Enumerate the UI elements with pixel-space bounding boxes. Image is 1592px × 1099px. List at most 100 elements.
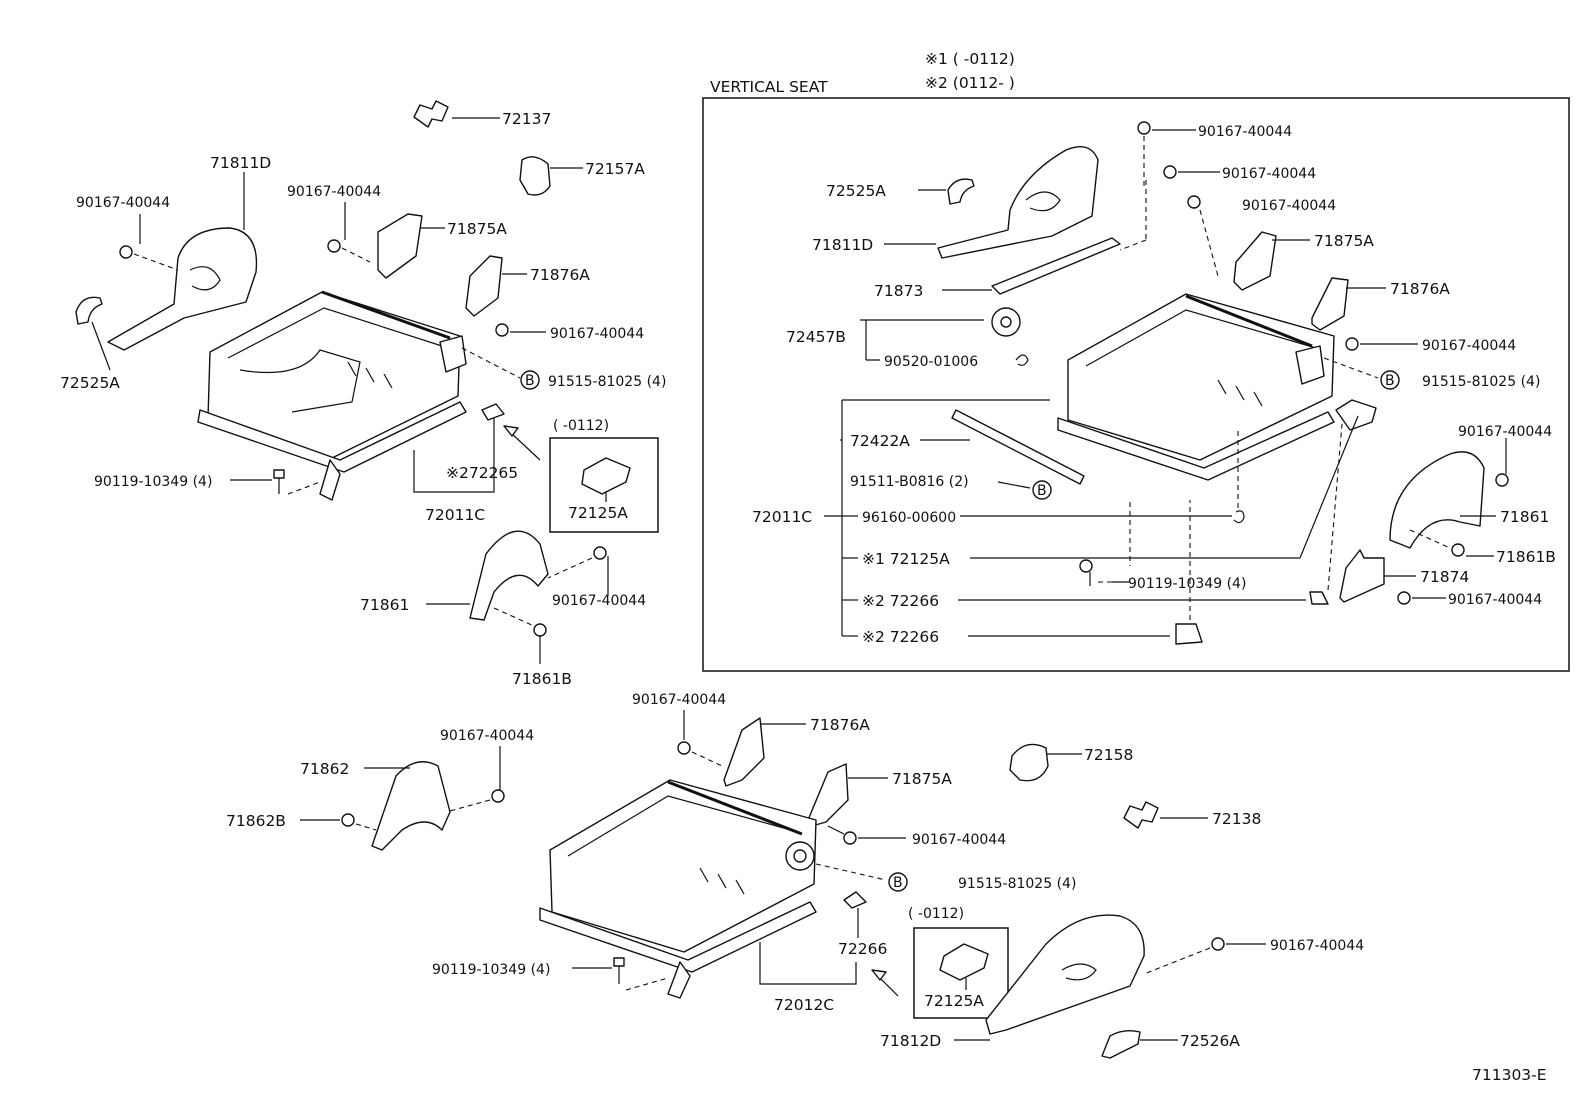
label-vs-90167-5: 90167-40044 [1458, 424, 1552, 440]
label-vs-96160: 96160-00600 [862, 510, 956, 526]
label-bot-72266: 72266 [838, 940, 887, 958]
range-box-bot [913, 927, 1009, 1019]
label-vs-90167-6: 90167-40044 [1448, 592, 1542, 608]
knob-bot-72158 [1009, 743, 1049, 782]
bracket-vs-71874 [1339, 549, 1385, 603]
label-vs-72422A: 72422A [850, 432, 910, 450]
label-vs-90119: 90119-10349 (4) [1128, 576, 1246, 592]
label-vs-90167-2: 90167-40044 [1222, 166, 1316, 182]
trim-vs-72525A [947, 178, 975, 205]
b-marker-vs-2: B [1037, 483, 1047, 499]
trim-bot-72526A [1101, 1029, 1141, 1059]
label-vs-72457B: 72457B [786, 328, 846, 346]
range-label-left: ( -0112) [553, 418, 609, 434]
label-vs-91515: 91515-81025 (4) [1422, 374, 1540, 390]
note-2: ※2 (0112- ) [925, 74, 1015, 92]
label-bot-91515: 91515-81025 (4) [958, 876, 1076, 892]
label-bot-90119: 90119-10349 (4) [432, 962, 550, 978]
label-vs-71873: 71873 [874, 282, 923, 300]
bar-vs-72422A [951, 409, 1085, 485]
label-vs-72525A: 72525A [826, 182, 886, 200]
label-72157A: 72157A [585, 160, 645, 178]
label-vs-72266b: ※2 72266 [862, 628, 939, 646]
label-vs-90167-4: 90167-40044 [1422, 338, 1516, 354]
label-bot-72158: 72158 [1084, 746, 1133, 764]
seat-rail-bot [539, 901, 817, 973]
cover-71861-left [469, 530, 549, 621]
clip-bot-72266 [843, 891, 867, 909]
bracket-bot-71875A [807, 763, 849, 827]
cover-bot-71812D [985, 914, 1145, 1035]
label-bot-72526A: 72526A [1180, 1032, 1240, 1050]
label-72525A: 72525A [60, 374, 120, 392]
label-vs-71876A: 71876A [1390, 280, 1450, 298]
vertical-seat-title: VERTICAL SEAT [710, 78, 828, 96]
diagram-code: 711303-E [1472, 1066, 1547, 1084]
note-1: ※1 ( -0112) [925, 50, 1015, 68]
label-71861B-left: 71861B [512, 670, 572, 688]
label-vs-72011C: 72011C [752, 508, 812, 526]
bracket-vs-71875A [1233, 231, 1277, 291]
label-bot-72125A: 72125A [924, 992, 984, 1010]
label-72125A-left: 72125A [568, 504, 628, 522]
label-bot-72012C: 72012C [774, 996, 834, 1014]
label-71876A: 71876A [530, 266, 590, 284]
label-90167-c: 90167-40044 [550, 326, 644, 342]
label-72265: ※272265 [446, 464, 518, 482]
label-bot-71876A: 71876A [810, 716, 870, 734]
range-box-left [549, 437, 659, 533]
cover-vs-71861 [1389, 451, 1485, 549]
label-72137: 72137 [502, 110, 551, 128]
cover-71811D [107, 227, 258, 351]
label-vs-71811D: 71811D [812, 236, 873, 254]
label-bot-72138: 72138 [1212, 810, 1261, 828]
label-bot-90167-c: 90167-40044 [912, 832, 1006, 848]
label-72011C-left: 72011C [425, 506, 485, 524]
bracket-vs-71876A [1311, 277, 1349, 331]
knob-72157A [519, 156, 551, 196]
label-bot-71862B: 71862B [226, 812, 286, 830]
bracket-71876A [465, 255, 503, 317]
cover-vs-71811D [937, 146, 1099, 259]
label-bot-90167-d: 90167-40044 [1270, 938, 1364, 954]
label-90167-b: 90167-40044 [287, 184, 381, 200]
label-bot-71875A: 71875A [892, 770, 952, 788]
bracket-bot-71876A [723, 717, 765, 787]
label-vs-90167-3: 90167-40044 [1242, 198, 1336, 214]
label-vs-71875A: 71875A [1314, 232, 1374, 250]
vertical-seat-box [702, 97, 1570, 672]
label-71875A: 71875A [447, 220, 507, 238]
vertical-seat-group: 90167-40044 90167-40044 90167-40044 7252… [752, 121, 1556, 646]
seat-rail-vs [1057, 411, 1335, 481]
b-marker-vs-1: B [1385, 373, 1395, 389]
label-90119-left: 90119-10349 (4) [94, 474, 212, 490]
label-91515-left: 91515-81025 (4) [548, 374, 666, 390]
bottom-seat-group: 90167-40044 71876A 72158 90167-40044 718… [226, 692, 1364, 1059]
label-vs-90520: 90520-01006 [884, 354, 978, 370]
left-seat-group: 72137 72157A 71811D 90167-40044 90167-40… [60, 100, 666, 688]
seat-frame-vs [1067, 293, 1335, 461]
label-90167-d: 90167-40044 [552, 593, 646, 609]
clip-72137 [413, 100, 449, 128]
b-marker-bot: B [893, 875, 903, 891]
label-vs-71861B: 71861B [1496, 548, 1556, 566]
label-vs-90167-1: 90167-40044 [1198, 124, 1292, 140]
strip-vs-71873 [991, 237, 1121, 295]
trim-72525A [75, 296, 103, 325]
label-vs-72266a: ※2 72266 [862, 592, 939, 610]
label-vs-91511: 91511-B0816 (2) [850, 474, 969, 490]
label-bot-71862: 71862 [300, 760, 349, 778]
label-71861-left: 71861 [360, 596, 409, 614]
range-label-bot: ( -0112) [908, 906, 964, 922]
label-bot-71812D: 71812D [880, 1032, 941, 1050]
label-71811D: 71811D [210, 154, 271, 172]
clip-bot-72138 [1123, 801, 1159, 829]
cover-bot-71862 [371, 761, 451, 851]
bracket-71875A [377, 213, 423, 279]
label-bot-90167-a: 90167-40044 [632, 692, 726, 708]
label-vs-71861: 71861 [1500, 508, 1549, 526]
label-90167-a: 90167-40044 [76, 195, 170, 211]
label-vs-72125A: ※1 72125A [862, 550, 950, 568]
seat-rail-left [197, 401, 467, 473]
